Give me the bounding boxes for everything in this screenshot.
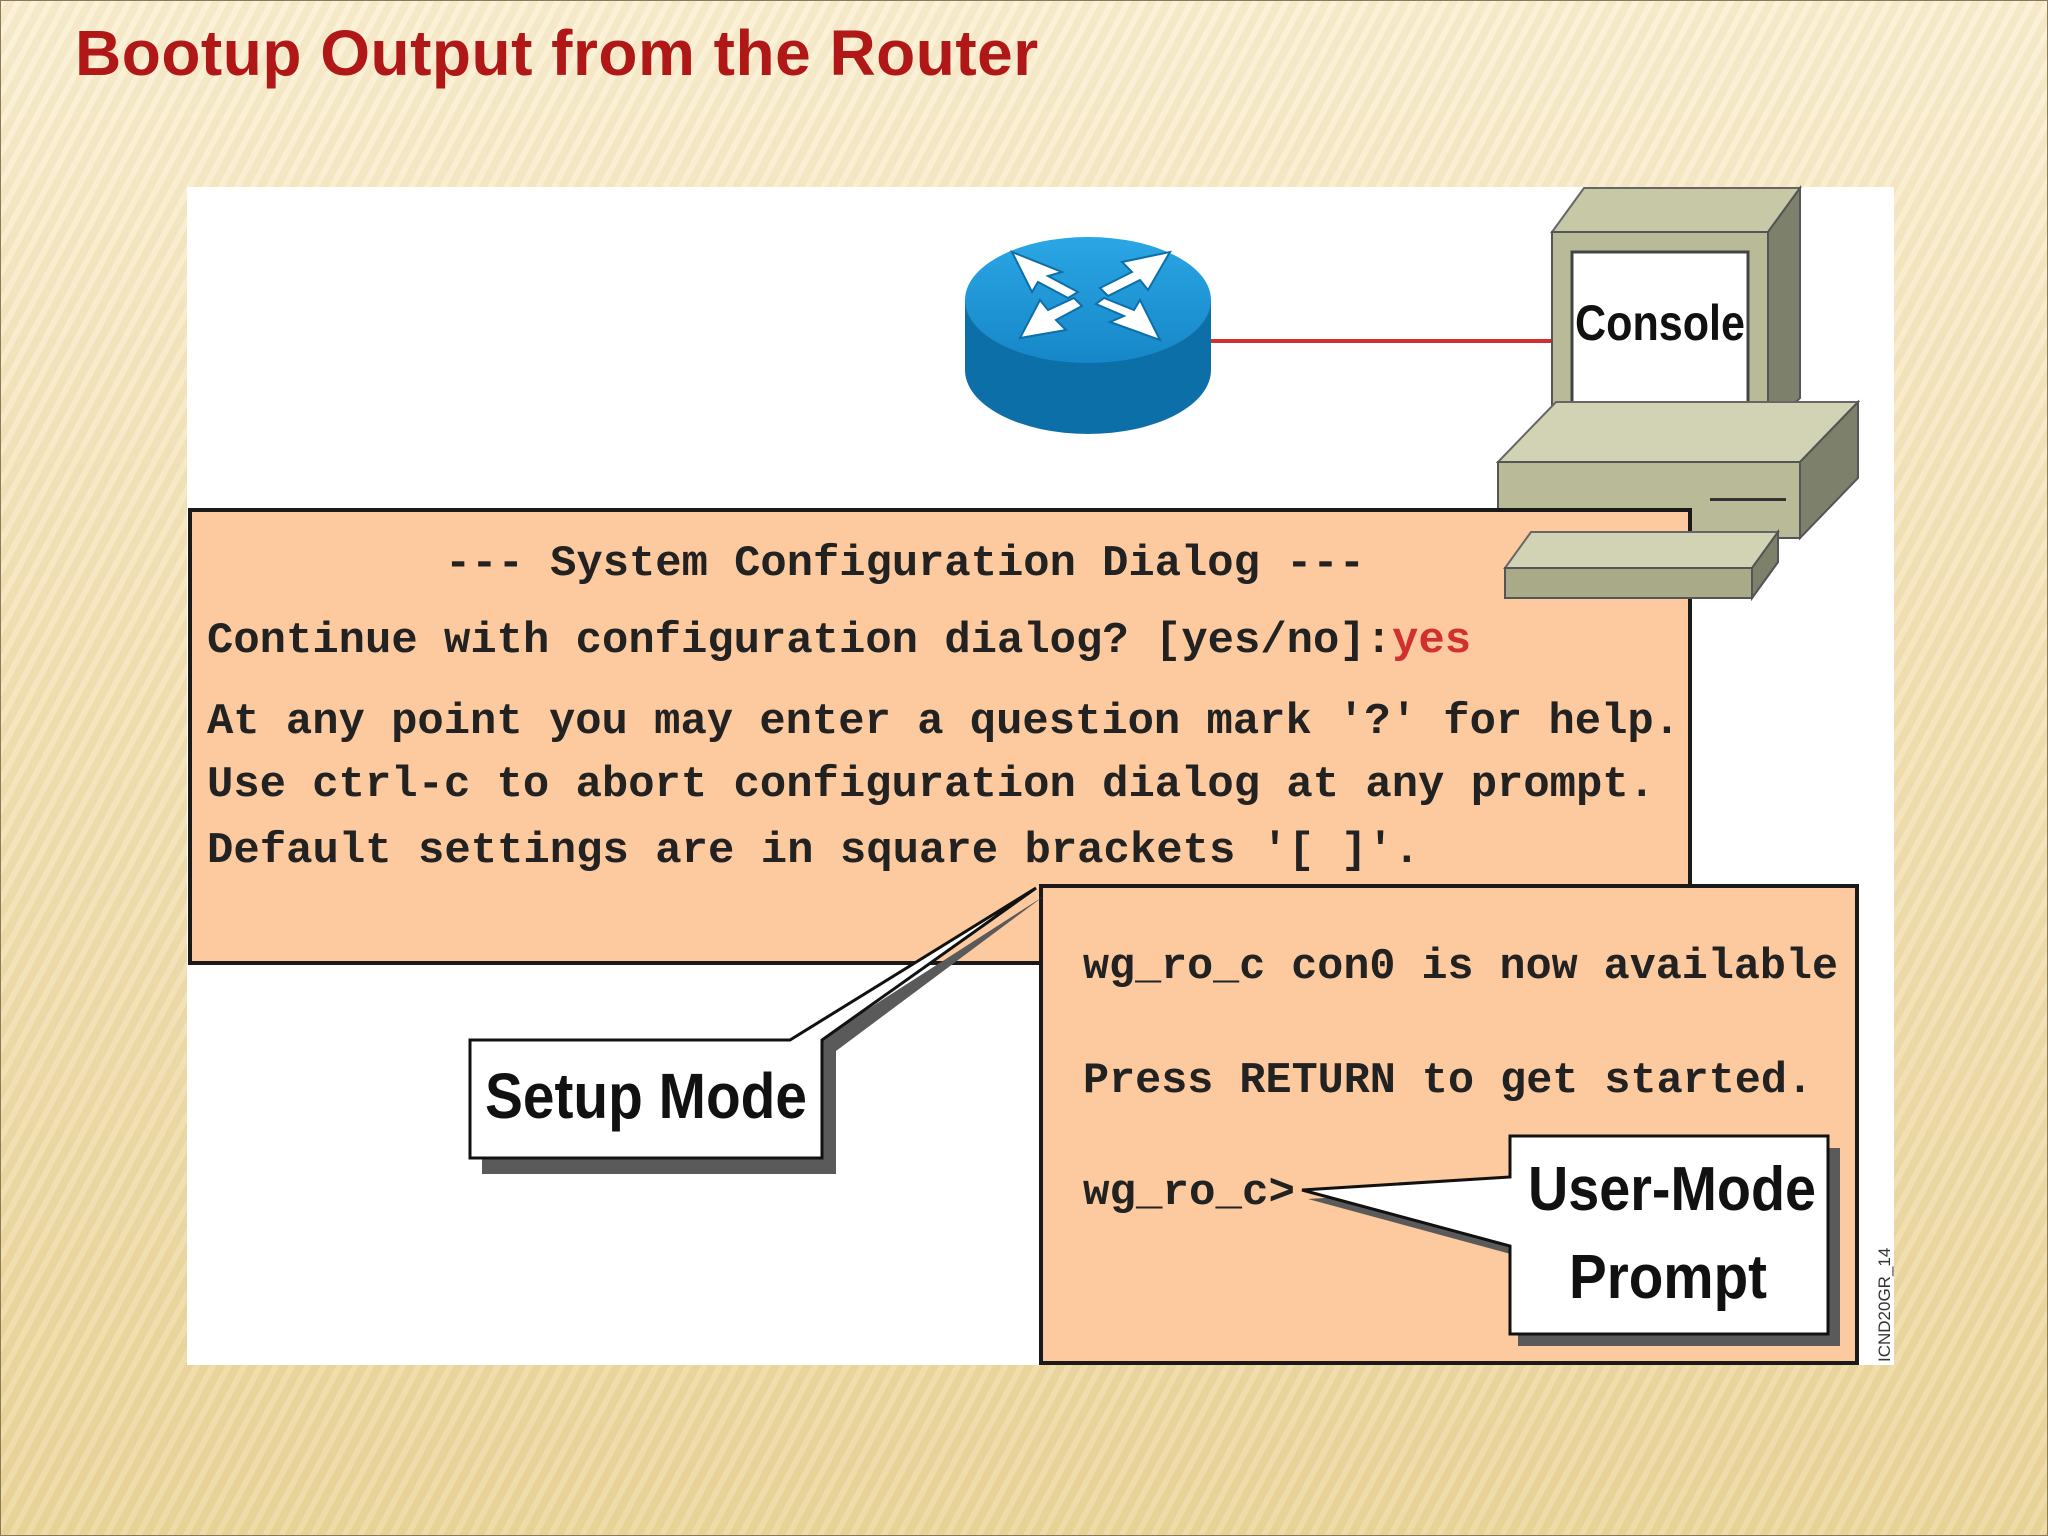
setup-mode-label: Setup Mode [485, 1060, 807, 1132]
user-mode-label-line-2: Prompt [1569, 1243, 1767, 1312]
setup-line-3: Default settings are in square brackets … [207, 826, 1420, 876]
setup-prompt-line: Continue with configuration dialog? [yes… [207, 616, 1471, 666]
console-label: Console [1575, 295, 1745, 351]
setup-mode-callout [468, 886, 1044, 1174]
setup-dialog-header: --- System Configuration Dialog --- [445, 539, 1365, 589]
router-icon [965, 237, 1211, 434]
setup-prompt: Continue with configuration dialog? [yes… [207, 616, 1392, 666]
user-output-line-2: Press RETURN to get started. [1083, 1056, 1813, 1106]
user-mode-prompt: wg_ro_c> [1083, 1168, 1295, 1218]
slide-title: Bootup Output from the Router [75, 17, 1039, 89]
user-mode-label-line-1: User-Mode [1528, 1155, 1816, 1224]
setup-line-1: At any point you may enter a question ma… [207, 697, 1680, 747]
keyboard-icon [1503, 528, 1780, 602]
figure-id: ICND20GR_14 [1875, 1248, 1894, 1362]
setup-line-2: Use ctrl-c to abort configuration dialog… [207, 760, 1655, 810]
user-mode-callout [1301, 1134, 1840, 1346]
setup-answer: yes [1392, 616, 1471, 666]
user-output-line-1: wg_ro_c con0 is now available [1083, 942, 1838, 992]
